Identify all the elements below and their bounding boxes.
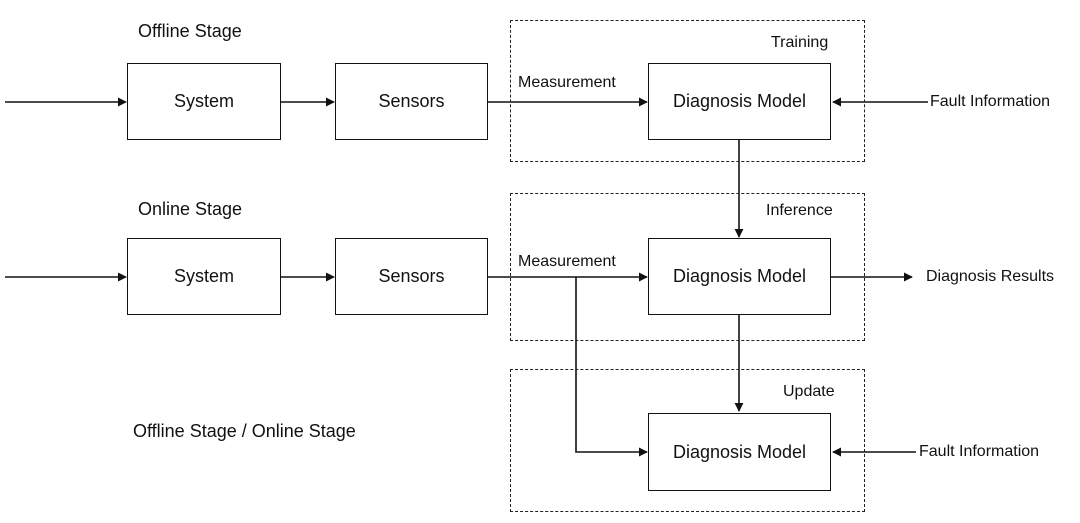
- combined-stage-label: Offline Stage / Online Stage: [133, 421, 356, 441]
- diagnosis-model-node-training: Diagnosis Model: [648, 63, 831, 140]
- inference-region: [510, 193, 865, 341]
- fault-information-label-training: Fault Information: [930, 93, 1051, 110]
- system-node-offline: System: [127, 63, 281, 140]
- measurement-branch-to-update-arrow: [575, 277, 648, 457]
- diagnosis-model-node-update: Diagnosis Model: [648, 413, 831, 491]
- update-region: [510, 369, 865, 512]
- online-stage-label: Online Stage: [138, 199, 243, 219]
- update-region-label: Update: [783, 383, 835, 400]
- measurement-label-online: Measurement: [518, 253, 616, 270]
- diagnosis-model-node-inference: Diagnosis Model: [648, 238, 831, 315]
- measurement-label-offline: Measurement: [518, 74, 616, 91]
- sensors-node-offline: Sensors: [335, 63, 488, 140]
- system-node-online: System: [127, 238, 281, 315]
- inference-region-label: Inference: [766, 202, 833, 219]
- training-region: [510, 20, 865, 162]
- diagnosis-results-label: Diagnosis Results: [926, 268, 1055, 285]
- sensors-node-online: Sensors: [335, 238, 488, 315]
- training-region-label: Training: [771, 34, 829, 51]
- fault-information-label-update: Fault Information: [919, 443, 1040, 460]
- offline-stage-label: Offline Stage: [138, 21, 242, 41]
